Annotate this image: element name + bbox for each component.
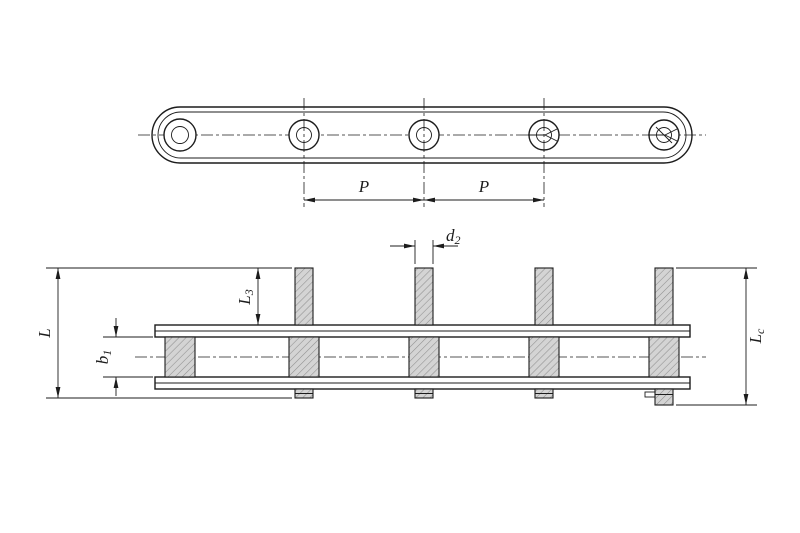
cotter-pin-icon [648,126,679,144]
dimension-l: L [35,267,292,399]
extended-pin-5-top [654,267,674,326]
arrowhead [743,268,749,279]
arrowhead [433,243,444,249]
roller-1 [164,336,196,378]
extended-pin-4-top [534,267,554,326]
dimension-b1: b1 [93,318,153,396]
dimension-d2: d2 [390,226,461,264]
arrowhead [743,394,749,405]
arrowhead [533,197,544,203]
front-view-chain-extended-pins: d2 L3 b1 L [35,226,767,406]
arrowhead [55,387,61,398]
cotter-pin-icon [528,128,559,142]
roller-2 [288,336,320,378]
extended-pin-3-top [414,267,434,326]
arrowhead [413,197,424,203]
arrowhead [255,268,261,279]
dimension-label-p1: P [358,177,369,196]
arrowhead [404,243,415,249]
top-view-chain-side-elevation: P P [138,98,706,207]
roller-5 [648,336,680,378]
pin-5-cotter-pin [644,391,656,398]
dimension-label-l: L [35,328,54,338]
pin-1 [163,118,197,152]
arrowhead [113,326,119,337]
pin-hole-circle [171,126,189,144]
dimension-pitch: P P [304,177,544,203]
dimension-label-lc: Lc [746,328,767,344]
arrowhead [113,377,119,388]
dimension-lc: Lc [676,267,767,406]
dimension-label-d2: d2 [446,226,461,247]
pin-5-bottom-end [654,388,674,406]
bushing-circle [163,118,197,152]
extended-pin-2-top [294,267,314,326]
arrowhead [55,268,61,279]
arrowhead [304,197,315,203]
arrowhead [424,197,435,203]
dimension-l3: L3 [235,268,261,325]
roller-3 [408,336,440,378]
pin-5-with-cotter [648,119,680,151]
pin-4-with-cotter [528,119,560,151]
dimension-label-b1: b1 [93,350,114,365]
dimension-label-p2: P [478,177,489,196]
roller-4 [528,336,560,378]
arrowhead [255,314,261,325]
dimension-label-l3: L3 [235,289,256,305]
